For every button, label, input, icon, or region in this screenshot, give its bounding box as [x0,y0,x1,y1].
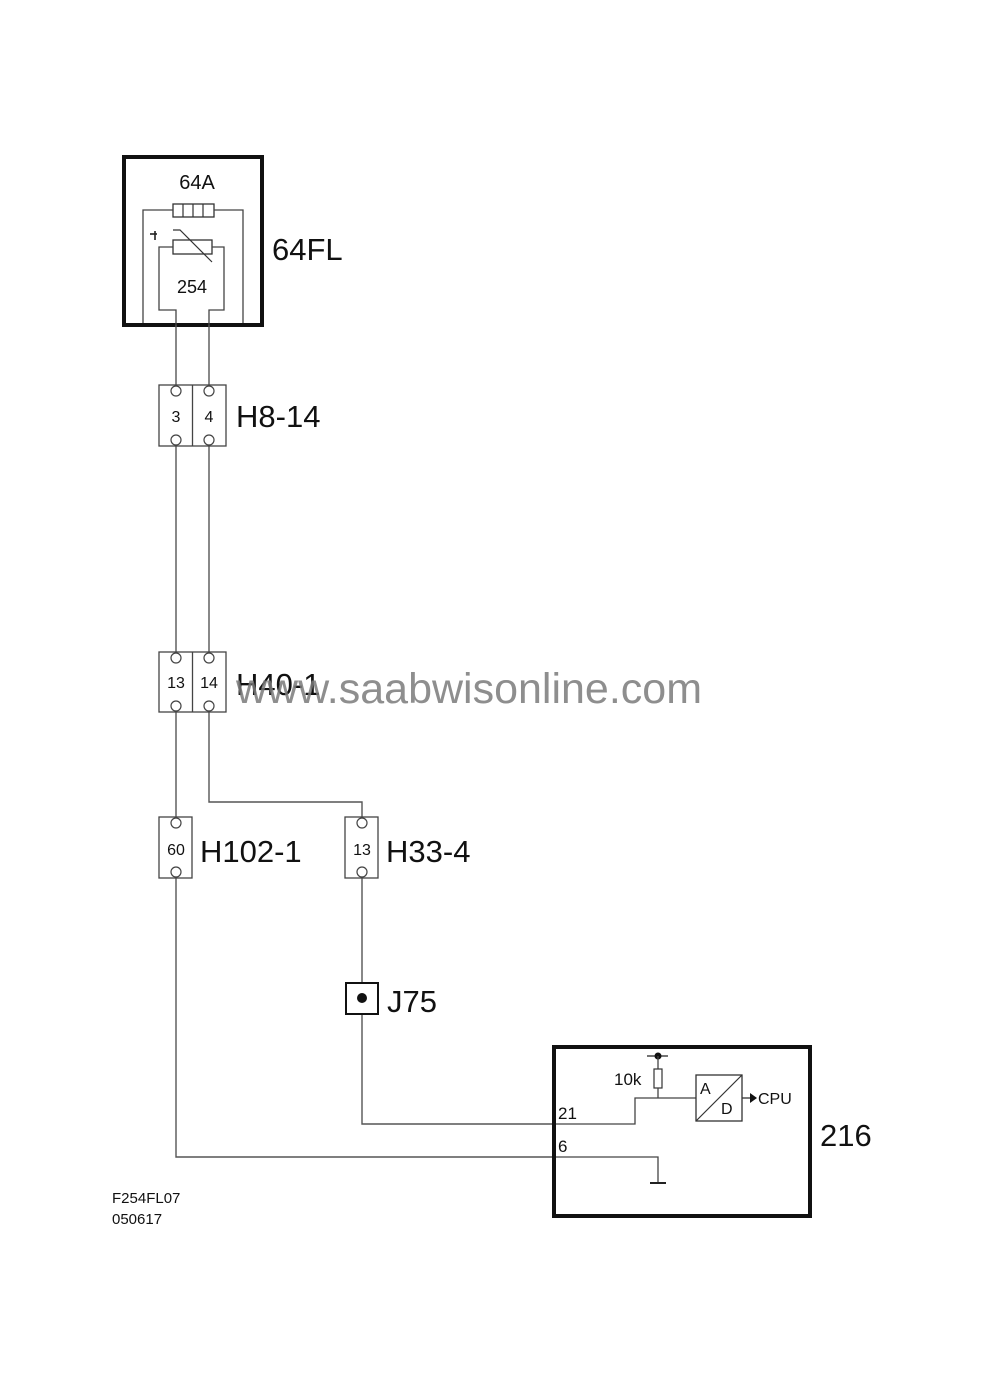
control-module-216: 21 6 10k A D CPU 216 [552,1045,872,1218]
pin-label-6: 6 [558,1137,567,1156]
pin-label: 13 [353,842,371,859]
pin-label: 3 [172,409,181,426]
component-id-216: 216 [820,1118,872,1153]
connector-id: H40-1 [236,667,320,702]
adc-icon [695,1074,743,1122]
connector-h8-14: 3 4 H8-14 [158,384,320,447]
pin-label: 60 [167,842,185,859]
pin-label: 14 [200,675,218,692]
arrow-right-icon [750,1093,757,1103]
resistor-icon [647,1052,668,1098]
resistor-value: 10k [614,1070,642,1089]
connector-h40-1: 13 14 H40-1 [158,651,320,713]
cpu-label: CPU [758,1091,792,1108]
connector-id: H102-1 [200,834,302,869]
fuse-icon [172,203,215,218]
pin-label: 13 [167,675,185,692]
connector-h102-1: 60 H102-1 [158,816,302,879]
thermistor-label: 254 [177,277,207,297]
splice-id: J75 [387,984,437,1019]
thermistor-icon [150,229,213,263]
connector-id: H33-4 [386,834,470,869]
wires [175,325,553,1158]
watermark: www.saabwisonline.com [235,665,702,713]
connector-id: H8-14 [236,399,320,434]
splice-dot-icon [357,993,367,1003]
pin-label-21: 21 [558,1104,577,1123]
fuse-unit-64fl: 64A 254 64FL [122,155,343,327]
fuse-rating-label: 64A [179,172,215,194]
figure-code: F254FL07 [112,1190,180,1207]
component-id-64fl: 64FL [272,232,343,267]
pin-label: 4 [205,409,214,426]
adc-label-d: D [721,1101,733,1118]
connector-h33-4: 13 H33-4 [344,816,470,879]
date-code: 050617 [112,1211,162,1228]
adc-label-a: A [700,1081,711,1098]
splice-j75: J75 [345,982,437,1019]
